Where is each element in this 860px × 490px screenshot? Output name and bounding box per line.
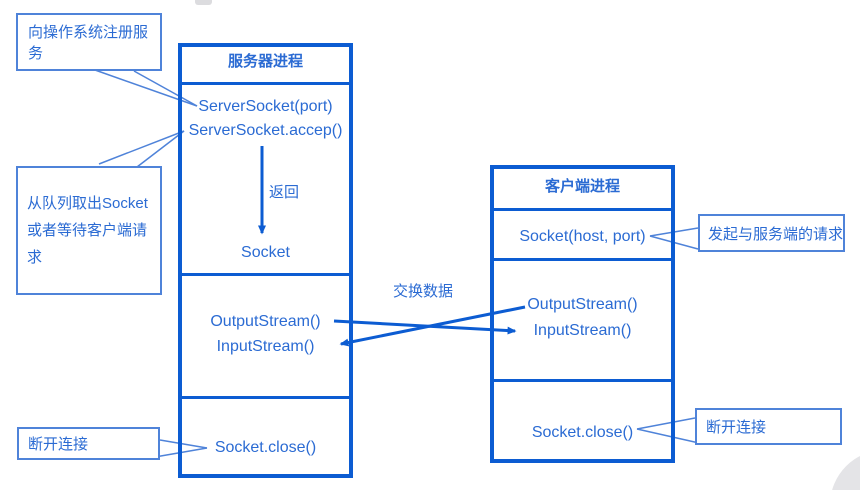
server-title: 服务器进程: [227, 53, 303, 70]
client-output-stream: OutputStream(): [527, 296, 638, 313]
client-divider-streams: [494, 258, 671, 261]
server-socket-result: Socket: [241, 244, 290, 261]
client-close: Socket.close(): [531, 424, 634, 441]
callout-disconnect-client-label: 断开连接: [706, 419, 767, 436]
server-output-stream: OutputStream(): [210, 313, 321, 330]
arrow-server-out-to-client-in: [333, 319, 517, 335]
server-divider-streams: [182, 273, 349, 276]
callout-dequeue-socket: 从队列取出Socket 或者等待客户端请求: [16, 166, 162, 295]
server-accept: ServerSocket.accep(): [188, 122, 343, 139]
callout-dequeue-line1: 从队列取出Socket: [27, 195, 148, 212]
top-edge-smudge: [195, 0, 212, 5]
client-divider-header: [494, 208, 671, 211]
client-input-stream: InputStream(): [533, 322, 632, 339]
callout-register-service: 向操作系统注册服务: [16, 13, 162, 71]
client-process-box: [490, 165, 675, 463]
callout-disconnect-server-label: 断开连接: [28, 436, 89, 453]
client-socket-ctor: Socket(host, port): [519, 228, 646, 245]
corner-watermark-circle: [830, 450, 860, 490]
server-divider-close: [182, 396, 349, 399]
server-divider-header: [182, 82, 349, 85]
callout-disconnect-server: 断开连接: [17, 427, 160, 460]
client-title: 客户端进程: [544, 178, 620, 195]
callout-initiate-request: 发起与服务端的请求: [698, 214, 845, 252]
leader-dequeue-2: [136, 130, 185, 168]
return-label: 返回: [269, 184, 300, 201]
server-close: Socket.close(): [214, 439, 317, 456]
callout-register-service-label: 向操作系统注册服务: [28, 24, 149, 62]
client-divider-close: [494, 379, 671, 382]
exchange-data-label: 交换数据: [392, 283, 453, 300]
callout-dequeue-line2: 或者等待客户端请求: [27, 222, 148, 266]
callout-initiate-request-label: 发起与服务端的请求: [708, 225, 844, 243]
callout-disconnect-client: 断开连接: [695, 408, 842, 445]
server-socket-ctor: ServerSocket(port): [198, 98, 333, 115]
server-process-box: [178, 43, 353, 478]
server-input-stream: InputStream(): [216, 338, 315, 355]
leader-dequeue-1: [98, 130, 185, 165]
